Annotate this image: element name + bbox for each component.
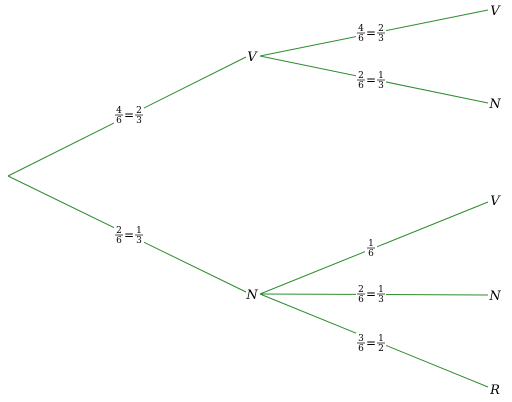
prob-label-level1-n-background <box>114 225 144 246</box>
prob-label-n-n-simplified-numerator: 1 <box>378 285 384 295</box>
prob-label-v-v-equals: = <box>366 26 376 40</box>
node-n-n: N <box>488 289 501 304</box>
prob-label-level1-v-equals: = <box>124 108 134 122</box>
prob-label-level1-n-equals: = <box>124 228 134 242</box>
prob-label-n-r-background <box>356 333 386 354</box>
prob-label-level1-n-simplified-numerator: 1 <box>136 226 142 236</box>
prob-label-v-v: 46=23 <box>356 23 386 44</box>
prob-label-n-v-fraction-numerator: 1 <box>368 239 374 249</box>
prob-label-level1-v-fraction-numerator: 4 <box>116 106 122 116</box>
prob-label-n-r: 36=12 <box>356 333 386 354</box>
prob-label-level1-n-fraction-denominator: 6 <box>116 236 122 246</box>
node-n-v: V <box>490 194 501 209</box>
tree-edges <box>7 9 489 388</box>
prob-label-n-r-fraction-numerator: 3 <box>358 334 364 344</box>
prob-label-n-v-fraction-denominator: 6 <box>368 249 374 259</box>
prob-label-v-v-fraction-denominator: 6 <box>358 34 364 44</box>
prob-label-level1-v-background <box>114 105 144 126</box>
prob-label-v-n-background <box>356 70 386 91</box>
prob-label-level1-n-simplified-denominator: 3 <box>136 236 142 246</box>
prob-label-level1-v-fraction-denominator: 6 <box>116 116 122 126</box>
node-v-n: N <box>488 97 501 112</box>
prob-label-v-n-simplified-denominator: 3 <box>378 81 384 91</box>
prob-label-v-n: 26=13 <box>356 70 386 91</box>
prob-label-level1-n-fraction-numerator: 2 <box>116 226 122 236</box>
prob-label-n-v: 16 <box>365 238 377 259</box>
prob-label-level1-v-simplified-numerator: 2 <box>136 106 142 116</box>
node-level1-v: V <box>247 50 258 65</box>
prob-label-v-n-fraction-denominator: 6 <box>358 81 364 91</box>
prob-label-v-n-fraction-numerator: 2 <box>358 71 364 81</box>
prob-label-v-v-background <box>356 23 386 44</box>
prob-label-n-n-simplified-denominator: 3 <box>378 295 384 305</box>
prob-label-level1-v-simplified-denominator: 3 <box>136 116 142 126</box>
prob-label-v-v-fraction-numerator: 4 <box>358 24 364 34</box>
node-n-r: R <box>489 383 500 398</box>
prob-label-n-r-simplified-numerator: 1 <box>378 334 384 344</box>
prob-label-n-r-simplified-denominator: 2 <box>378 344 384 354</box>
prob-label-level1-v: 46=23 <box>114 105 144 126</box>
prob-label-n-n-fraction-denominator: 6 <box>358 295 364 305</box>
prob-label-v-n-equals: = <box>366 73 376 87</box>
prob-label-n-r-equals: = <box>366 336 376 350</box>
prob-label-n-n: 26=13 <box>356 284 386 305</box>
prob-label-n-v-background <box>365 238 377 259</box>
prob-label-n-n-background <box>356 284 386 305</box>
prob-label-n-r-fraction-denominator: 6 <box>358 344 364 354</box>
prob-label-n-n-equals: = <box>366 287 376 301</box>
prob-label-v-v-simplified-denominator: 3 <box>378 34 384 44</box>
prob-label-n-n-fraction-numerator: 2 <box>358 285 364 295</box>
prob-label-level1-n: 26=13 <box>114 225 144 246</box>
prob-label-v-n-simplified-numerator: 1 <box>378 71 384 81</box>
node-v-v: V <box>490 4 501 19</box>
prob-label-v-v-simplified-numerator: 2 <box>378 24 384 34</box>
node-level1-n: N <box>245 288 258 303</box>
